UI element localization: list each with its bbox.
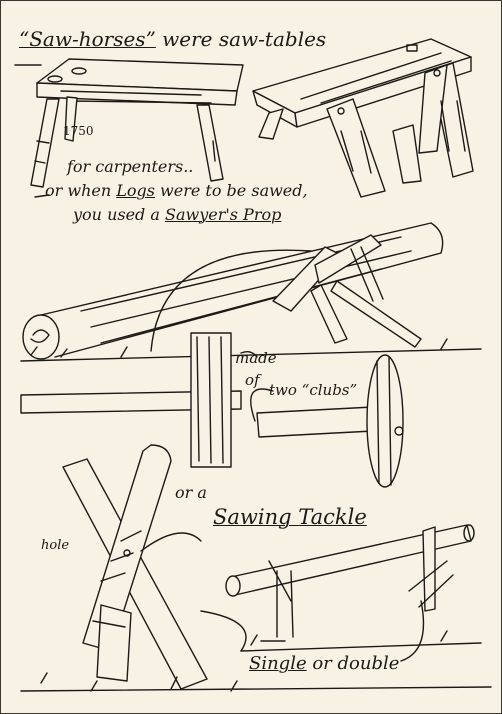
caption-tackle: Sawing Tackle bbox=[213, 507, 367, 528]
caption-year: 1750 bbox=[63, 124, 94, 138]
caption-single: Single or double bbox=[249, 655, 399, 673]
caption-title-rest: were saw-tables bbox=[155, 27, 327, 51]
flourish-line-2 bbox=[34, 194, 50, 198]
sawing-tackle-drawing bbox=[20, 444, 492, 692]
caption-title-sawhorses: “Saw-horses” bbox=[19, 27, 156, 51]
caption-tackle-text: Sawing Tackle bbox=[213, 505, 367, 529]
caption-clubs: two “clubs” bbox=[269, 381, 358, 399]
caption-logs-b: Logs bbox=[116, 181, 155, 200]
saw-table-drawing bbox=[252, 38, 474, 198]
log-on-sawyers-prop-drawing bbox=[20, 222, 482, 362]
two-clubs-drawing bbox=[20, 332, 404, 488]
caption-prop: you used a Sawyer's Prop bbox=[73, 207, 281, 223]
caption-of: of bbox=[245, 371, 260, 389]
caption-logs: or when Logs were to be sawed, bbox=[45, 183, 308, 199]
caption-single-b: or double bbox=[306, 653, 400, 674]
small-tackle-log-drawing bbox=[200, 524, 482, 662]
caption-single-a: Single bbox=[249, 653, 307, 674]
caption-title: “Saw-horses” were saw-tables bbox=[19, 29, 326, 49]
sawhorse-1750-drawing bbox=[30, 58, 244, 188]
caption-carpenters: for carpenters.. bbox=[67, 157, 194, 176]
caption-logs-a: or when bbox=[45, 181, 117, 200]
caption-prop-a: you used a bbox=[73, 205, 165, 224]
caption-hole: hole bbox=[41, 538, 70, 553]
caption-prop-b: Sawyer's Prop bbox=[165, 205, 282, 224]
caption-or-a: or a bbox=[175, 483, 207, 502]
caption-made: made bbox=[235, 349, 277, 367]
caption-logs-c: were to be sawed, bbox=[154, 181, 308, 200]
